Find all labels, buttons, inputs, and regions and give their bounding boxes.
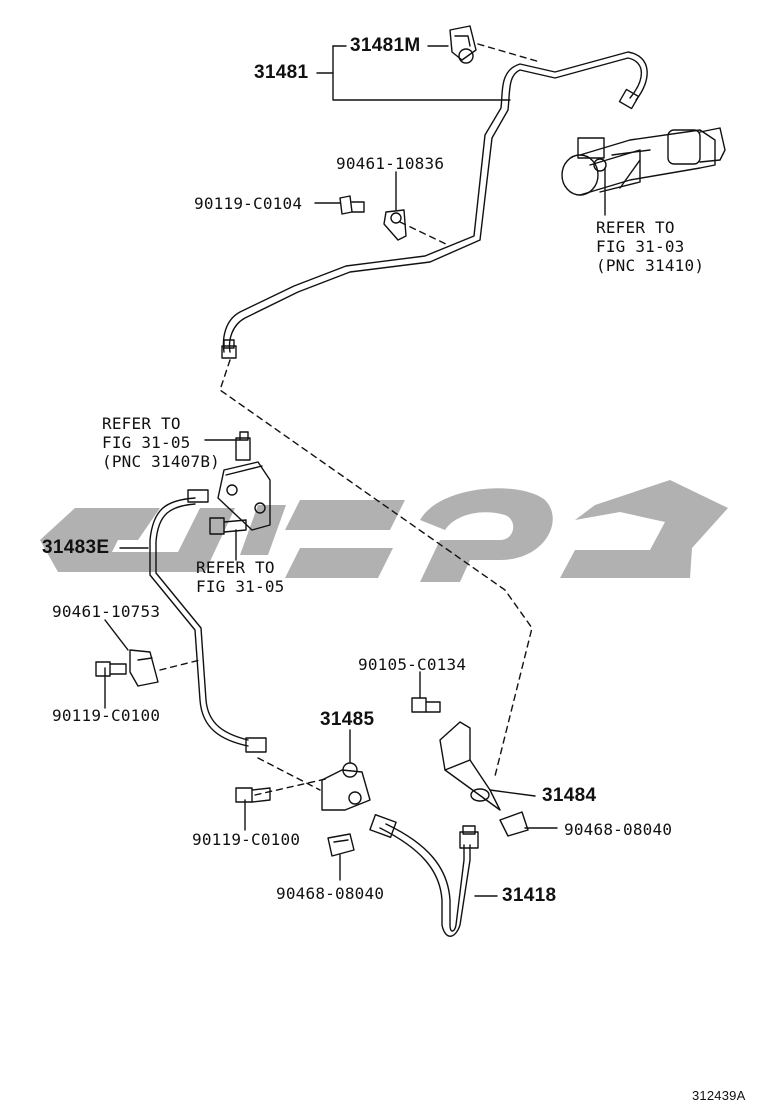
hose-31418 (369, 814, 479, 937)
label-90468-08040-b: 90468-08040 (276, 884, 385, 903)
bolt-90119-c0104 (339, 195, 365, 215)
label-90105-c0134: 90105-C0134 (358, 655, 467, 674)
clamp-90461-10753 (129, 649, 159, 687)
refer-line-3: (PNC 31407B) (102, 452, 220, 471)
refer-fig-31-05: REFER TO FIG 31-05 (196, 558, 285, 596)
figure-id: 312439A (692, 1088, 746, 1103)
clip-90468-08040-b (327, 833, 355, 857)
clip-90468-08040-a (499, 811, 529, 837)
refer-line-2: FIG 31-03 (596, 237, 685, 256)
bolt-refer-31-05 (209, 517, 247, 535)
watermark-logo (40, 480, 728, 582)
label-31485: 31485 (320, 709, 375, 730)
refer-fig-31-03: REFER TO FIG 31-03 (PNC 31410) (596, 218, 704, 275)
linework (95, 25, 726, 937)
clip-31481m (449, 25, 477, 64)
label-90119-c0104: 90119-C0104 (194, 194, 303, 213)
refer-fig-31-05-pnc: REFER TO FIG 31-05 (PNC 31407B) (102, 414, 220, 471)
refer-line-2: FIG 31-05 (102, 433, 191, 452)
bracket-31484 (439, 721, 501, 811)
refer-line-1: REFER TO (596, 218, 675, 237)
label-90119-c0100-a: 90119-C0100 (52, 706, 161, 725)
refer-line-1: REFER TO (102, 414, 181, 433)
label-31483e: 31483E (42, 537, 110, 558)
label-90461-10753: 90461-10753 (52, 602, 161, 621)
clutch-line-31483e (149, 489, 267, 753)
union-fitting (217, 431, 271, 531)
refer-line-3: (PNC 31410) (596, 256, 705, 275)
bolt-90119-c0100-a (95, 661, 127, 677)
bolt-90119-c0100-b (235, 787, 271, 803)
clamp-90461-10836 (383, 209, 407, 241)
label-31484: 31484 (542, 785, 597, 806)
refer-line-2: FIG 31-05 (196, 577, 285, 596)
bracket-31485 (321, 762, 371, 811)
label-90119-c0100-b: 90119-C0100 (192, 830, 301, 849)
label-31418: 31418 (502, 885, 557, 906)
label-90468-08040-a: 90468-08040 (564, 820, 673, 839)
label-90461-10836: 90461-10836 (336, 154, 445, 173)
label-31481m: 31481M (350, 35, 421, 56)
label-31481: 31481 (254, 62, 309, 83)
refer-line-1: REFER TO (196, 558, 275, 577)
clutch-line-31481 (222, 51, 648, 353)
bolt-90105-c0134 (411, 697, 441, 713)
master-cylinder (561, 127, 726, 196)
